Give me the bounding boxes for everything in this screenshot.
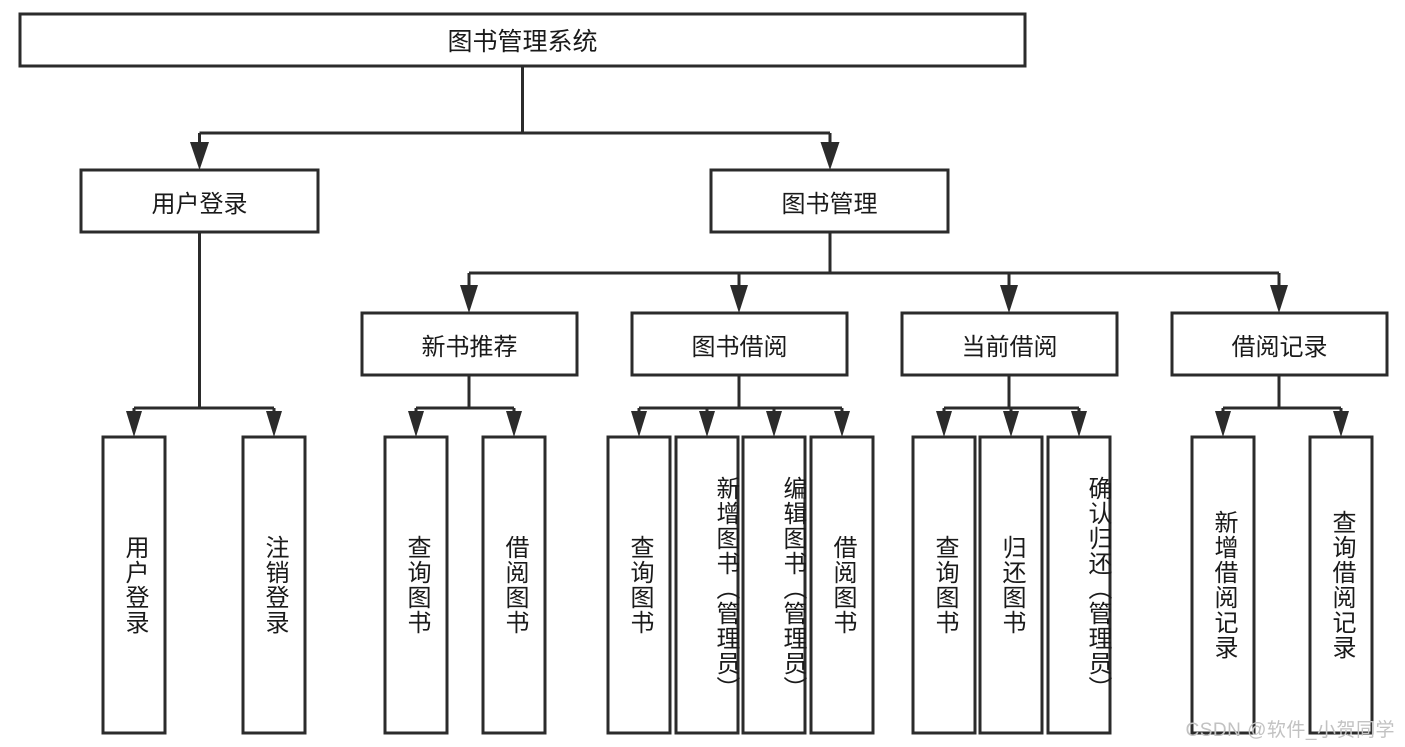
arrow-head-leaf-return-book — [1003, 411, 1019, 437]
node-box-borrow-record[interactable] — [1170, 311, 1389, 377]
node-box-leaf-add-book[interactable] — [674, 435, 740, 735]
node-box-new-book-recommend[interactable] — [360, 311, 579, 377]
node-box-user-login[interactable] — [79, 168, 320, 234]
arrow-head-leaf-query-book-current — [936, 411, 952, 437]
node-box-leaf-query-borrow-record[interactable] — [1308, 435, 1374, 735]
arrow-head-leaf-confirm-return — [1071, 411, 1087, 437]
connector-group-borrow-record-to-leaves — [1215, 375, 1349, 437]
node-box-leaf-user-logout[interactable] — [241, 435, 307, 735]
arrow-head-leaf-query-borrow-record — [1333, 411, 1349, 437]
node-box-leaf-confirm-return[interactable] — [1046, 435, 1112, 735]
arrow-head-leaf-borrow-book — [834, 411, 850, 437]
arrow-head-user-login — [190, 142, 209, 170]
arrow-head-current-borrow — [1000, 285, 1018, 313]
node-box-leaf-borrow-book[interactable] — [809, 435, 875, 735]
arrow-head-leaf-user-logout — [266, 411, 282, 437]
connector-group-current-borrow-to-leaves — [936, 375, 1087, 437]
node-box-leaf-query-book-borrow[interactable] — [606, 435, 672, 735]
arrow-head-book-borrow — [730, 285, 748, 313]
connector-group-user-login-to-leaves — [126, 232, 282, 437]
arrow-head-leaf-user-login — [126, 411, 142, 437]
node-box-leaf-user-login[interactable] — [101, 435, 167, 735]
arrow-head-leaf-add-book — [699, 411, 715, 437]
node-box-root[interactable] — [18, 12, 1027, 68]
node-box-current-borrow[interactable] — [900, 311, 1119, 377]
connector-group-root-to-level2 — [190, 66, 840, 170]
arrow-head-new-book-recommend — [460, 285, 478, 313]
arrow-head-borrow-record — [1270, 285, 1288, 313]
node-box-leaf-edit-book[interactable] — [741, 435, 807, 735]
node-box-leaf-add-borrow-record[interactable] — [1190, 435, 1256, 735]
node-box-book-borrow[interactable] — [630, 311, 849, 377]
connector-group-book-management-to-level3 — [460, 232, 1288, 313]
arrow-head-leaf-query-book-borrow — [631, 411, 647, 437]
arrow-head-leaf-add-borrow-record — [1215, 411, 1231, 437]
arrow-head-leaf-edit-book — [766, 411, 782, 437]
connector-group-book-borrow-to-leaves — [631, 375, 850, 437]
node-box-leaf-return-book[interactable] — [978, 435, 1044, 735]
arrow-head-leaf-query-book-recommend — [408, 411, 424, 437]
arrow-head-book-management — [820, 142, 840, 170]
node-box-book-management[interactable] — [709, 168, 950, 234]
node-box-leaf-query-book-current[interactable] — [911, 435, 977, 735]
connector-group-new-book-recommend-to-leaves — [408, 375, 522, 437]
node-box-leaf-borrow-book-recommend[interactable] — [481, 435, 547, 735]
node-box-leaf-query-book-recommend[interactable] — [383, 435, 449, 735]
arrow-head-leaf-borrow-book-recommend — [506, 411, 522, 437]
